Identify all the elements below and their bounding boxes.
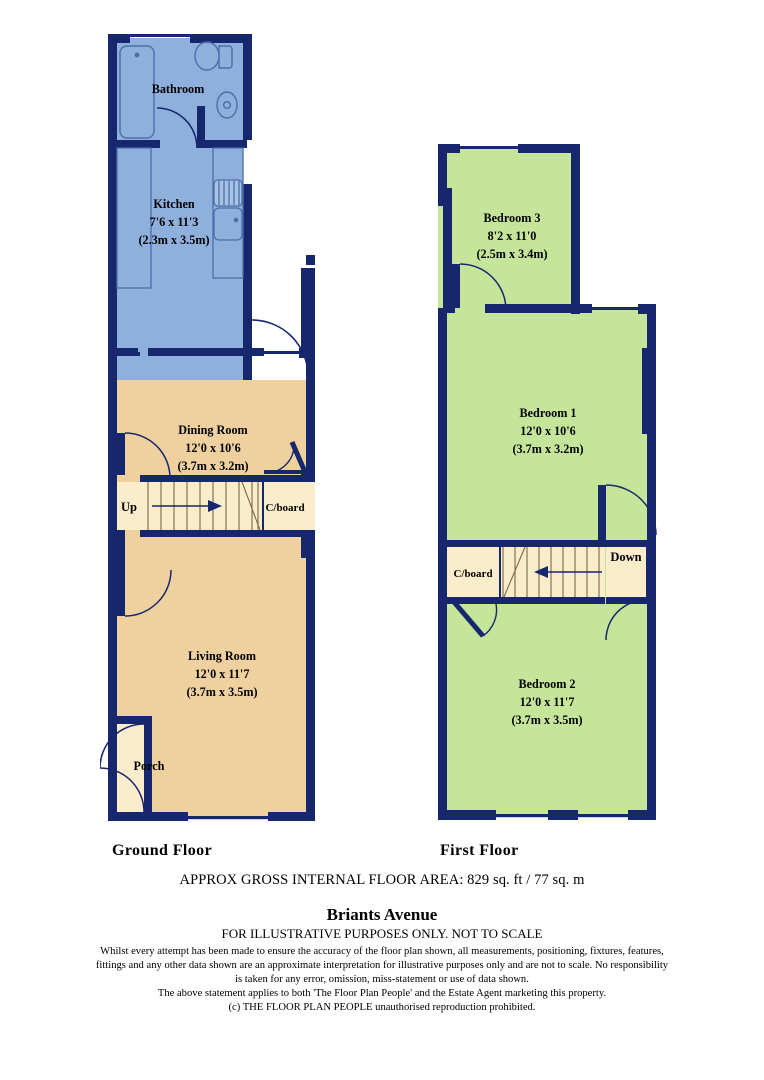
room-dims-dining-imperial: 12'0 x 10'6 xyxy=(185,441,241,455)
ground-cupboard-door xyxy=(264,441,308,474)
room-label-living-room: Living Room xyxy=(188,649,256,663)
kitchen-units xyxy=(116,147,244,289)
ground-stair-area xyxy=(117,482,315,812)
first-floor-diagram: Bedroom 3 8'2 x 11'0 (2.5m x 3.4m) Bedro… xyxy=(438,144,657,820)
living-room-door-swing xyxy=(124,569,172,617)
room-dims-bedroom3-imperial: 8'2 x 11'0 xyxy=(488,229,537,243)
bedroom1-door-swing xyxy=(605,484,657,536)
ground-floor-diagram: Bathroom Kitchen 7'6 x 11'3 (2.3m x 3.5m… xyxy=(100,34,315,821)
disclaimer-line-4: The above statement applies to both 'The… xyxy=(157,987,607,999)
bathroom-door-swing xyxy=(156,107,198,149)
gross-internal-area-line: APPROX GROSS INTERNAL FLOOR AREA: 829 sq… xyxy=(179,872,585,888)
room-dims-dining-metric: (3.7m x 3.2m) xyxy=(177,459,248,473)
room-dims-living-metric: (3.7m x 3.5m) xyxy=(186,685,257,699)
room-dims-bedroom3-metric: (2.5m x 3.4m) xyxy=(476,247,547,261)
room-label-bedroom-1: Bedroom 1 xyxy=(520,406,577,420)
room-dims-bedroom2-imperial: 12'0 x 11'7 xyxy=(520,695,575,709)
bedroom2-door-swing xyxy=(605,599,647,641)
footer: APPROX GROSS INTERNAL FLOOR AREA: 829 sq… xyxy=(0,872,764,1015)
dining-room-door-swing xyxy=(124,432,171,479)
first-floor-caption: First Floor xyxy=(440,842,519,859)
room-label-porch: Porch xyxy=(134,759,165,773)
porch-inner-door-swing xyxy=(100,723,145,769)
stair-direction-down-label: Down xyxy=(610,550,641,564)
ground-floor-caption: Ground Floor xyxy=(112,842,213,859)
bedroom3-door-swing xyxy=(459,263,507,311)
bathroom-fixtures xyxy=(119,41,238,139)
first-cupboard-door xyxy=(452,599,498,638)
disclaimer-block: Whilst every attempt has been made to en… xyxy=(0,945,764,1015)
room-label-bathroom: Bathroom xyxy=(152,82,205,96)
room-label-bedroom-3: Bedroom 3 xyxy=(484,211,541,225)
first-stair-arrow xyxy=(534,566,602,578)
disclaimer-line-3: is taken for any error, omission, miss-s… xyxy=(235,973,529,985)
room-dims-bedroom1-imperial: 12'0 x 10'6 xyxy=(520,424,576,438)
stair-direction-up-label: Up xyxy=(121,500,137,514)
copyright-line: (c) THE FLOOR PLAN PEOPLE unauthorised r… xyxy=(228,1001,536,1013)
ground-internal-walls xyxy=(117,433,315,816)
room-dims-bedroom1-metric: (3.7m x 3.2m) xyxy=(512,442,583,456)
room-label-kitchen: Kitchen xyxy=(153,197,195,211)
room-label-dining-room: Dining Room xyxy=(178,423,247,437)
property-address: Briants Avenue xyxy=(326,905,438,924)
ground-cupboard-label: C/board xyxy=(265,502,304,514)
room-dims-living-imperial: 12'0 x 11'7 xyxy=(195,667,250,681)
room-dims-bedroom2-metric: (3.7m x 3.5m) xyxy=(511,713,582,727)
first-walls xyxy=(438,144,656,820)
first-cupboard-label: C/board xyxy=(453,568,492,580)
disclaimer-line-2: fittings and any other data shown are an… xyxy=(95,959,669,971)
room-dims-kitchen-metric: (2.3m x 3.5m) xyxy=(138,233,209,247)
disclaimer-line-1: Whilst every attempt has been made to en… xyxy=(100,946,664,957)
room-label-bedroom-2: Bedroom 2 xyxy=(519,677,576,691)
illustrative-notice: FOR ILLUSTRATIVE PURPOSES ONLY. NOT TO S… xyxy=(221,926,543,941)
ground-stair-arrow xyxy=(152,500,222,512)
ground-walls xyxy=(108,34,252,386)
room-dims-kitchen-imperial: 7'6 x 11'3 xyxy=(150,215,199,229)
porch-outer-door-swing xyxy=(100,767,145,813)
